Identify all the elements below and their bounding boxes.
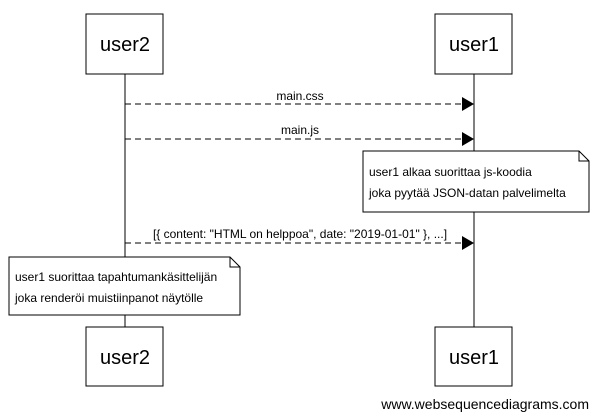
actor-top-user1-label: user1 — [449, 34, 499, 56]
actor-top-user2-label: user2 — [100, 34, 150, 56]
message-main-js-arrowhead — [462, 132, 474, 146]
message-main-css-label: main.css — [276, 89, 323, 103]
message-main-css: main.css — [125, 89, 474, 111]
message-main-js-label: main.js — [281, 123, 319, 137]
actor-bottom-user2: user2 — [85, 326, 164, 387]
message-json-data-arrowhead — [462, 236, 474, 250]
message-json-data-label: [{ content: "HTML on helppoa", date: "20… — [153, 227, 447, 241]
message-main-css-arrowhead — [462, 97, 474, 111]
note-user2-line-1: user1 suorittaa tapahtumankäsittelijän — [15, 270, 217, 284]
note-user2: user1 suorittaa tapahtumankäsittelijän j… — [8, 256, 241, 316]
message-main-js: main.js — [125, 123, 474, 146]
actor-top-user1: user1 — [434, 13, 513, 75]
note-user1-line-2: joka pyytää JSON-datan palvelimelta — [368, 186, 566, 200]
actor-bottom-user1: user1 — [434, 326, 513, 387]
message-json-data: [{ content: "HTML on helppoa", date: "20… — [125, 227, 474, 250]
note-user1: user1 alkaa suorittaa js-koodia joka pyy… — [362, 150, 590, 213]
actor-bottom-user2-label: user2 — [100, 347, 150, 369]
note-user1-line-1: user1 alkaa suorittaa js-koodia — [369, 165, 532, 179]
actor-top-user2: user2 — [85, 13, 164, 75]
note-user2-line-2: joka renderöi muistiinpanot näytölle — [14, 291, 203, 305]
actor-bottom-user1-label: user1 — [449, 347, 499, 369]
footer-credit: www.websequencediagrams.com — [380, 396, 589, 412]
